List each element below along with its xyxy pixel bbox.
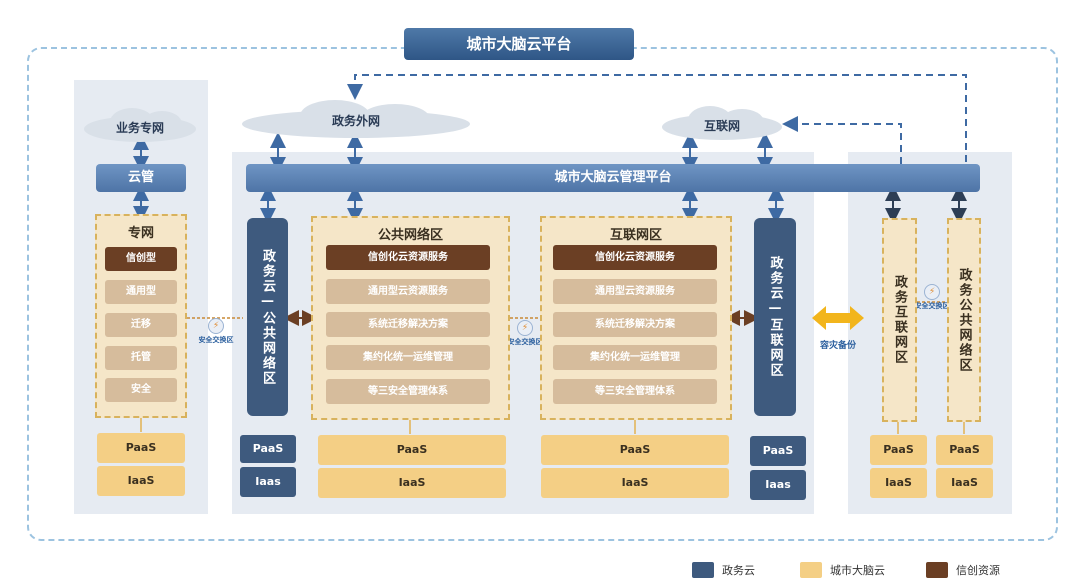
iaas-block: Iaas [240, 467, 296, 497]
gov-internet-zone[interactable]: 政务互联网区 [882, 218, 917, 422]
zone-title: 专网 [127, 226, 154, 241]
swap-label: 安全交换区 [507, 338, 543, 346]
service-bar: 信创化云资源服务 [553, 245, 717, 270]
disaster-backup-label: 容灾备份 [819, 341, 856, 351]
service-bar: 等三安全管理体系 [553, 379, 717, 404]
paas-block: PaaS [541, 435, 729, 465]
gov-cloud-public-zone[interactable]: 政务云—公共网络区 [247, 218, 288, 416]
service-bar: 系统迁移解决方案 [553, 312, 717, 337]
swap-label: 安全交换区 [914, 302, 950, 310]
service-bar: 信创化云资源服务 [326, 245, 490, 270]
gov-public-network-zone[interactable]: 政务公共网络区 [947, 218, 981, 422]
service-bar: 通用型云资源服务 [326, 279, 490, 304]
paas-block: PaaS [936, 435, 993, 465]
zone-title: 公共网络区 [377, 228, 443, 243]
legend-item-gov-cloud: 政务云 [692, 562, 755, 578]
legend-swatch [800, 562, 822, 578]
cloud-label: 互联网 [703, 119, 740, 133]
list-item: 通用型 [105, 280, 177, 304]
service-bar: 系统迁移解决方案 [326, 312, 490, 337]
page-title: 城市大脑云平台 [404, 28, 634, 60]
legend-item-xinchuang: 信创资源 [926, 562, 1000, 578]
list-item: 迁移 [105, 313, 177, 337]
security-exchange-zone: ⚡ 安全交换区 [193, 318, 239, 345]
legend-label: 政务云 [722, 564, 755, 577]
cloud-label: 业务专网 [115, 121, 164, 135]
cloud-label: 政务外网 [331, 114, 380, 128]
list-item: 信创型 [105, 247, 177, 271]
paas-block: PaaS [97, 433, 185, 463]
legend-swatch [692, 562, 714, 578]
iaas-block: IaaS [870, 468, 927, 498]
legend-label: 信创资源 [956, 564, 1000, 577]
cloud-internet: 互联网 [660, 106, 784, 142]
cloud-mgmt-button[interactable]: 云管 [96, 164, 186, 192]
list-item: 安全 [105, 378, 177, 402]
service-bar: 通用型云资源服务 [553, 279, 717, 304]
iaas-block: IaaS [318, 468, 506, 498]
security-exchange-zone: ⚡ 安全交换区 [502, 320, 548, 347]
service-bar: 集约化统一运维管理 [326, 345, 490, 370]
security-exchange-zone: ⚡ 安全交换区 [909, 284, 955, 311]
exchange-icon: ⚡ [517, 320, 533, 336]
list-item: 托管 [105, 346, 177, 370]
service-bar: 等三安全管理体系 [326, 379, 490, 404]
swap-label: 安全交换区 [198, 336, 234, 344]
paas-block: PaaS [240, 435, 296, 463]
exchange-icon: ⚡ [208, 318, 224, 334]
iaas-block: IaaS [936, 468, 993, 498]
legend-label: 城市大脑云 [830, 564, 885, 577]
iaas-block: IaaS [97, 466, 185, 496]
legend-item-city-brain: 城市大脑云 [800, 562, 885, 578]
cloud-business-network: 业务专网 [80, 108, 200, 144]
zone-title: 互联网区 [609, 228, 662, 243]
gov-cloud-internet-zone[interactable]: 政务云—互联网区 [754, 218, 796, 416]
iaas-block: IaaS [541, 468, 729, 498]
mgmt-platform-bar[interactable]: 城市大脑云管理平台 [246, 164, 980, 192]
iaas-block: Iaas [750, 470, 806, 500]
paas-block: PaaS [750, 436, 806, 466]
service-bar: 集约化统一运维管理 [553, 345, 717, 370]
legend-swatch [926, 562, 948, 578]
exchange-icon: ⚡ [924, 284, 940, 300]
paas-block: PaaS [870, 435, 927, 465]
cloud-gov-external: 政务外网 [240, 100, 472, 140]
paas-block: PaaS [318, 435, 506, 465]
